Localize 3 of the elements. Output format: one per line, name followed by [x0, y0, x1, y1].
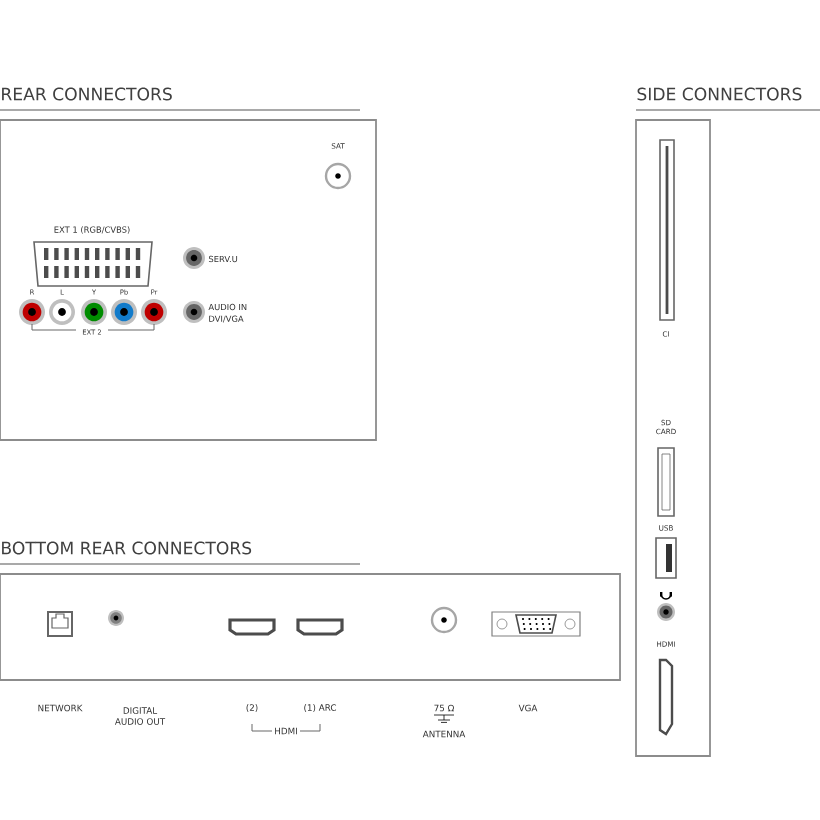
section-heading: REAR CONNECTORS — [2, 87, 172, 101]
section-heading: BOTTOM REAR CONNECTORS — [2, 541, 252, 555]
section-heading: SIDE CONNECTORS — [637, 87, 802, 101]
